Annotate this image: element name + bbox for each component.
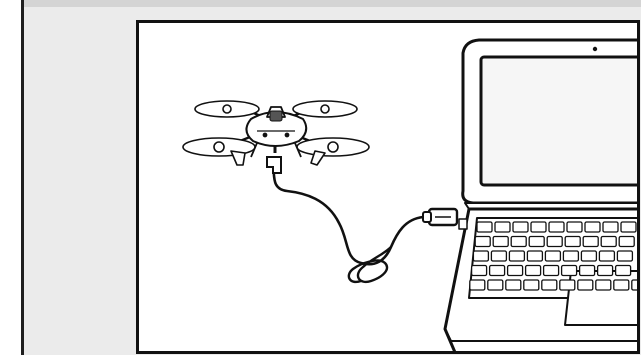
usb-cable <box>273 165 423 264</box>
keyboard-key <box>473 251 488 261</box>
keyboard-key <box>475 237 490 247</box>
keyboard-key <box>603 222 618 232</box>
keyboard-key <box>616 266 631 276</box>
keyboard-key <box>545 251 560 261</box>
keyboard-key <box>493 237 508 247</box>
charging-illustration <box>139 23 640 354</box>
keyboard-key <box>567 222 582 232</box>
usb-plug-icon <box>423 209 457 225</box>
keyboard-key <box>544 266 559 276</box>
keyboard-key <box>581 251 596 261</box>
keyboard-key <box>547 237 562 247</box>
keyboard-key <box>495 222 510 232</box>
keyboard-key <box>470 280 485 290</box>
keyboard-key <box>511 237 526 247</box>
keyboard-key <box>509 251 524 261</box>
keyboard-key <box>598 266 613 276</box>
keyboard-key <box>549 222 564 232</box>
keyboard-key <box>513 222 528 232</box>
keyboard-key <box>599 251 614 261</box>
keyboard-key <box>506 280 521 290</box>
keyboard-key <box>488 280 503 290</box>
keyboard-key <box>565 237 580 247</box>
keyboard-key <box>585 222 600 232</box>
keyboard-key <box>472 266 487 276</box>
keyboard-key <box>617 251 632 261</box>
keyboard-key <box>524 280 539 290</box>
keyboard-key <box>619 237 634 247</box>
keyboard-key <box>490 266 505 276</box>
charging-illustration-panel <box>136 20 640 354</box>
keyboard-key <box>614 280 629 290</box>
keyboard-key <box>529 237 544 247</box>
laptop-icon <box>445 40 640 354</box>
keyboard-key <box>508 266 523 276</box>
header-band <box>24 0 641 7</box>
drone-icon <box>183 101 369 165</box>
keyboard-key <box>578 280 593 290</box>
keyboard-key <box>562 266 577 276</box>
keyboard-key <box>527 251 542 261</box>
keyboard-key <box>542 280 557 290</box>
keyboard-key <box>477 222 492 232</box>
keyboard-key <box>621 222 636 232</box>
micro-connector-icon <box>267 157 281 173</box>
keyboard-key <box>632 280 640 290</box>
keyboard-key <box>583 237 598 247</box>
keyboard-key <box>596 280 611 290</box>
keyboard-key <box>563 251 578 261</box>
keyboard-key <box>580 266 595 276</box>
left-page-margin <box>0 0 21 355</box>
keyboard-key <box>526 266 541 276</box>
keyboard-key <box>531 222 546 232</box>
keyboard-key <box>601 237 616 247</box>
touchpad <box>565 271 640 325</box>
keyboard-key <box>560 280 575 290</box>
keyboard-keys <box>470 222 640 290</box>
keyboard-key <box>491 251 506 261</box>
